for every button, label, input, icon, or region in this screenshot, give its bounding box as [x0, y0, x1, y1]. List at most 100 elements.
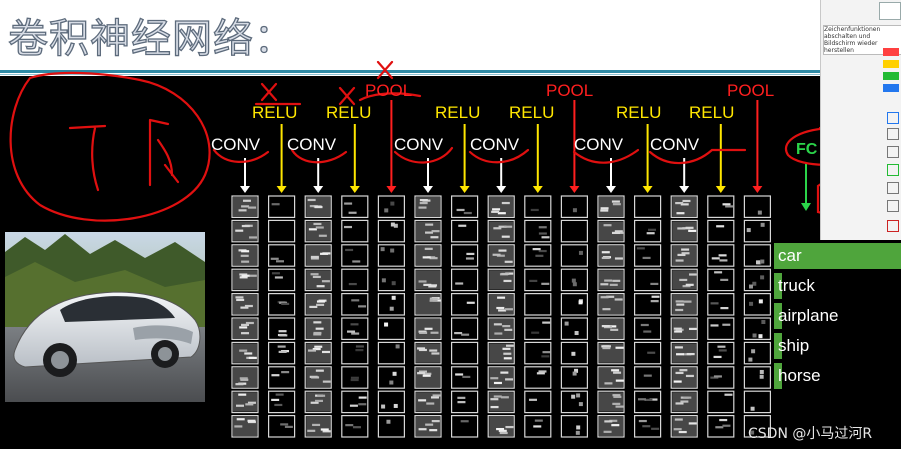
class-label-ship: ship [778, 336, 810, 355]
feature-activation [418, 399, 427, 402]
toolbar-button-top[interactable] [879, 2, 901, 20]
feature-map [633, 366, 662, 389]
eraser-tool-icon[interactable] [887, 128, 899, 140]
feature-activation [574, 331, 579, 336]
feature-activation [612, 402, 621, 405]
feature-activation [431, 230, 440, 233]
feature-fill [489, 270, 514, 290]
feature-map [560, 293, 589, 316]
feature-activation [422, 374, 431, 377]
feature-activation [240, 378, 249, 381]
feature-activation [281, 302, 290, 305]
feature-map [743, 268, 772, 292]
arrowhead-relu-8 [532, 186, 543, 193]
color-swatch-yellow[interactable] [883, 60, 899, 68]
feature-activation [648, 228, 657, 231]
feature-activation [748, 284, 753, 289]
arrowhead-relu-1 [276, 186, 287, 193]
feature-fill [306, 294, 331, 314]
relu-label-3: RELU [435, 103, 481, 122]
annotation-conv-stroke-5 [572, 148, 640, 164]
feature-activation [503, 352, 512, 355]
feature-activation [345, 424, 354, 427]
feature-fill [672, 367, 697, 388]
color-swatch-green[interactable] [883, 72, 899, 80]
feature-activation [235, 296, 244, 299]
feature-activation [642, 425, 651, 428]
feature-activation [315, 226, 324, 229]
redo-tool-icon[interactable] [887, 200, 899, 212]
feature-activation [308, 228, 317, 231]
class-bar-airplane [774, 303, 782, 329]
annotation-circle-left [9, 71, 211, 222]
feature-activation [604, 420, 613, 423]
feature-map [341, 244, 369, 267]
feature-fill [306, 367, 331, 388]
feature-activation [503, 357, 512, 360]
feature-activation [355, 345, 364, 348]
feature-activation [686, 352, 695, 356]
feature-fill [672, 416, 697, 436]
feature-map [304, 341, 332, 365]
feature-fill [416, 270, 440, 290]
feature-fill [489, 343, 514, 363]
feature-activation [752, 281, 757, 286]
feature-activation [614, 298, 623, 301]
feature-activation [603, 224, 612, 227]
feature-fill [416, 343, 440, 363]
feature-activation [321, 350, 330, 354]
feature-activation [248, 274, 257, 277]
check-tool-icon[interactable] [887, 164, 899, 176]
feature-fill [416, 416, 440, 436]
feature-map [268, 268, 296, 292]
feature-activation [575, 430, 580, 435]
arrowhead-pool-9 [569, 186, 580, 193]
feature-activation [578, 300, 583, 305]
feature-activation [275, 393, 284, 396]
feature-activation [576, 425, 581, 430]
feature-map [743, 341, 772, 365]
shape-tool-icon[interactable] [887, 146, 899, 158]
feature-map [451, 341, 479, 365]
color-swatch-red[interactable] [883, 48, 899, 56]
feature-activation [271, 272, 280, 275]
feature-activation [279, 334, 288, 337]
feature-fill [489, 294, 514, 314]
feature-map [633, 268, 662, 292]
feature-activation [279, 301, 288, 304]
feature-activation [676, 303, 685, 306]
feature-activation [614, 230, 623, 233]
feature-fill [489, 245, 514, 266]
feature-activation [239, 349, 248, 352]
feature-activation [431, 352, 440, 355]
pen-tool-icon[interactable] [887, 112, 899, 124]
feature-activation [502, 347, 511, 350]
undo-tool-icon[interactable] [887, 182, 899, 194]
feature-activation [239, 276, 248, 279]
feature-map [524, 390, 552, 414]
feature-activation [423, 283, 432, 286]
feature-activation [532, 248, 541, 251]
feature-activation [574, 368, 579, 373]
feature-activation [457, 401, 466, 404]
feature-activation [501, 235, 510, 238]
feature-map [268, 415, 296, 438]
feature-activation [358, 396, 367, 399]
feature-map [670, 195, 698, 218]
feature-map [633, 195, 662, 218]
color-swatch-blue[interactable] [883, 84, 899, 92]
feature-activation [688, 422, 697, 425]
arrowhead-conv-0 [240, 186, 250, 193]
feature-fill [599, 367, 623, 388]
feature-fill [233, 416, 257, 436]
feature-activation [277, 345, 286, 348]
feature-activation [673, 428, 682, 431]
feature-map [268, 244, 296, 267]
feature-activation [748, 357, 753, 362]
feature-map [414, 195, 442, 218]
feature-activation [651, 295, 660, 298]
feature-activation [239, 377, 248, 380]
close-tool-icon[interactable] [887, 220, 899, 232]
feature-activation [638, 419, 647, 423]
feature-map [560, 244, 589, 267]
